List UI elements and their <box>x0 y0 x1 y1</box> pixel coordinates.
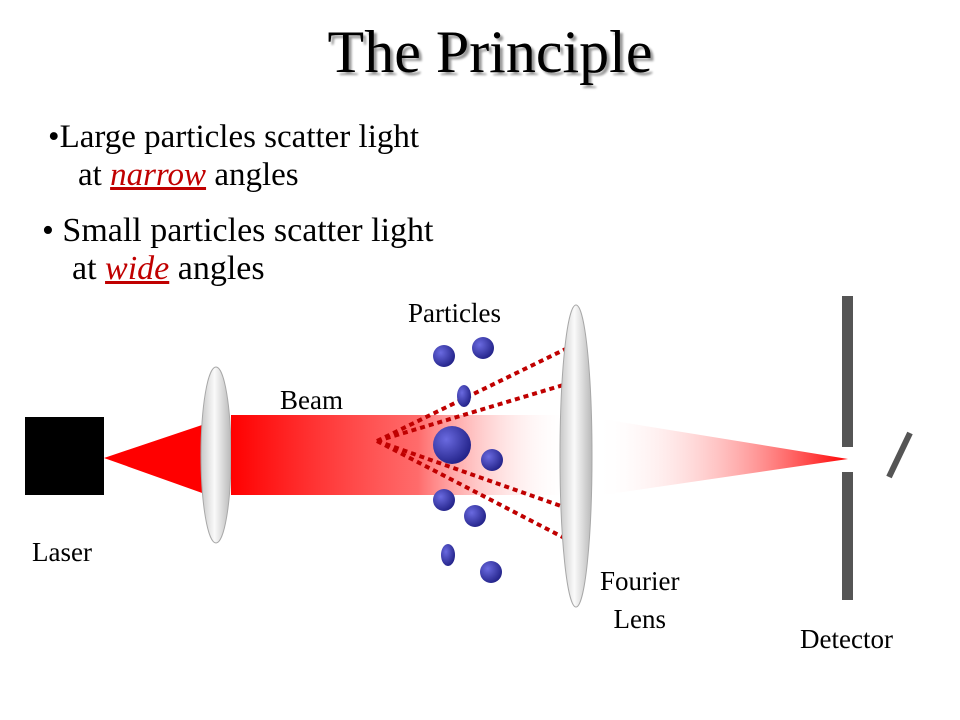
scatter-line-wide-top <box>376 341 579 443</box>
laser-cone <box>104 424 205 494</box>
detector-upper-plate <box>842 296 853 447</box>
particle <box>433 345 455 367</box>
scatter-line-narrow-top <box>376 381 571 443</box>
fourier-lens <box>559 304 593 608</box>
fourier-lens-label: Fourier Lens <box>600 562 679 638</box>
bullet-marker: • <box>42 212 54 249</box>
bullet-line: •Large particles scatter light <box>48 118 419 156</box>
particle <box>481 449 503 471</box>
bullet-text: angles <box>206 157 299 193</box>
particle <box>457 385 471 407</box>
bullet-marker: • <box>48 119 60 155</box>
bullet-small-particles: • Small particles scatter light at wide … <box>42 212 433 288</box>
bullet-text: at <box>78 157 111 193</box>
particle <box>433 489 455 511</box>
bullet-line: • Small particles scatter light <box>42 212 433 250</box>
laser-label: Laser <box>32 537 92 567</box>
bullet-line: at wide angles <box>42 250 433 288</box>
scatter-line-wide-bottom <box>376 439 579 547</box>
bullet-line: at narrow angles <box>48 156 419 194</box>
particle <box>441 544 455 566</box>
particle-large <box>433 426 471 464</box>
detector <box>842 296 853 600</box>
fourier-lens-label-line2: Lens <box>613 604 666 634</box>
bullet-large-particles: •Large particles scatter light at narrow… <box>48 118 419 194</box>
emphasis-wide: wide <box>105 250 170 287</box>
page-title: The Principle <box>327 19 653 85</box>
particle <box>480 561 502 583</box>
beam-label: Beam <box>280 385 343 415</box>
detector-label: Detector <box>800 624 893 654</box>
bullet-text: Large particles scatter light <box>59 119 420 155</box>
collimating-lens <box>200 366 232 544</box>
laser-box <box>25 417 104 495</box>
scatter-lines <box>376 341 579 547</box>
particles-label: Particles <box>408 298 501 328</box>
particle <box>464 505 486 527</box>
particles <box>433 337 503 583</box>
detector-element <box>886 431 913 479</box>
particle <box>472 337 494 359</box>
bullet-text: angles <box>169 250 265 287</box>
bullet-text: at <box>72 250 106 287</box>
focused-cone <box>596 418 848 496</box>
fourier-lens-label-line1: Fourier <box>600 566 680 596</box>
detector-lower-plate <box>842 472 853 600</box>
bullet-text: Small particles scatter light <box>53 212 434 249</box>
emphasis-narrow: narrow <box>110 157 207 193</box>
